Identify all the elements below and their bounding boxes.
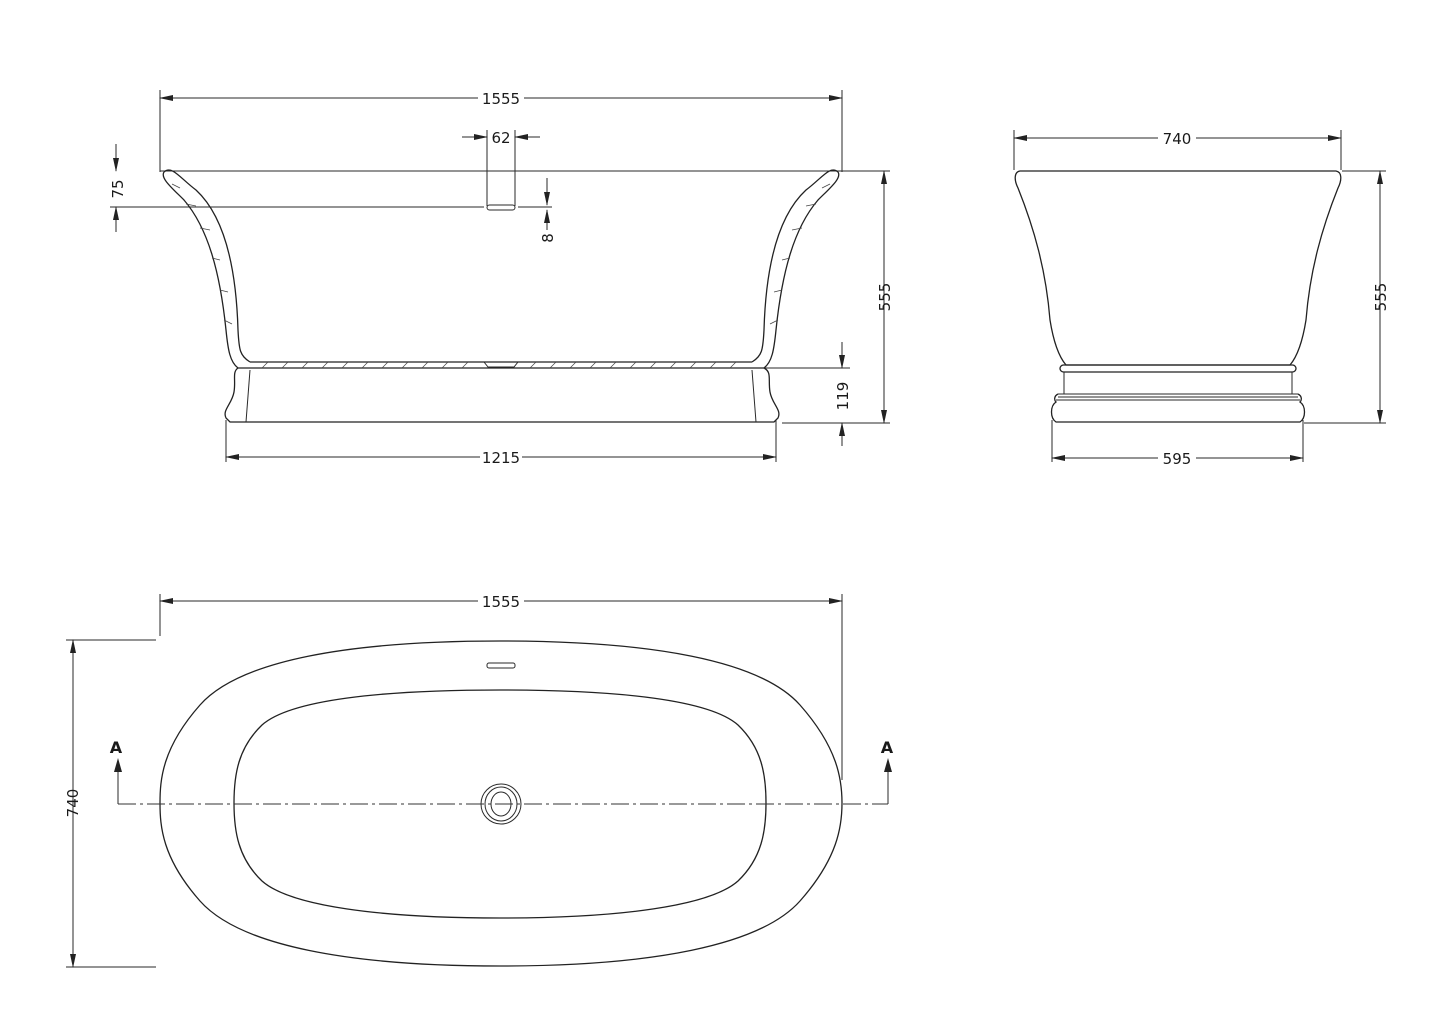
section-arrow-right-icon — [884, 758, 892, 772]
dim-text-1215: 1215 — [482, 449, 520, 467]
end-elevation-shape — [1014, 170, 1342, 423]
dimension-plinth-length: 1215 — [225, 420, 777, 467]
dim-text-555-side: 555 — [876, 283, 894, 312]
bath-outer-rim — [159, 640, 843, 967]
section-arrow-left-icon — [114, 758, 122, 772]
dimension-plinth-height: 119 — [764, 342, 852, 446]
dimension-overflow-height: 8 — [539, 178, 557, 243]
section-hatching — [171, 183, 831, 369]
section-label-right: A — [881, 738, 894, 757]
dimension-overall-width-plan: 740 — [64, 639, 156, 968]
dim-text-8: 8 — [539, 233, 557, 243]
end-elevation-view: 740 555 595 — [1013, 130, 1390, 468]
dimension-overflow-width: 62 — [462, 129, 540, 206]
dimension-overall-width-end: 740 — [1013, 130, 1342, 170]
overflow-slot — [486, 204, 516, 211]
overflow-plan — [486, 662, 516, 669]
dimension-overflow-depth: 75 — [109, 144, 127, 232]
dim-text-740-end: 740 — [1163, 130, 1192, 148]
side-section-view: 1555 62 75 8 — [109, 90, 894, 467]
bath-section-shape — [162, 169, 840, 423]
dim-text-62: 62 — [491, 129, 510, 147]
dimension-overall-length-plan: 1555 — [159, 593, 843, 780]
dim-text-1555-plan: 1555 — [482, 593, 520, 611]
dimension-overall-length-side: 1555 — [159, 90, 843, 172]
bath-inner-basin — [233, 689, 767, 919]
dimension-plinth-width: 595 — [1051, 420, 1304, 468]
dim-text-1555-side: 1555 — [482, 90, 520, 108]
dim-text-75: 75 — [109, 179, 127, 198]
dim-text-119: 119 — [834, 382, 852, 411]
dim-text-740-plan: 740 — [64, 789, 82, 818]
plan-view: 1555 740 A A — [64, 593, 894, 968]
section-label-left: A — [110, 738, 123, 757]
dim-text-595: 595 — [1163, 450, 1192, 468]
dimension-overall-height-side: 555 — [782, 170, 894, 424]
dim-text-555-end: 555 — [1372, 283, 1390, 312]
dimension-overall-height-end: 555 — [1304, 170, 1390, 424]
